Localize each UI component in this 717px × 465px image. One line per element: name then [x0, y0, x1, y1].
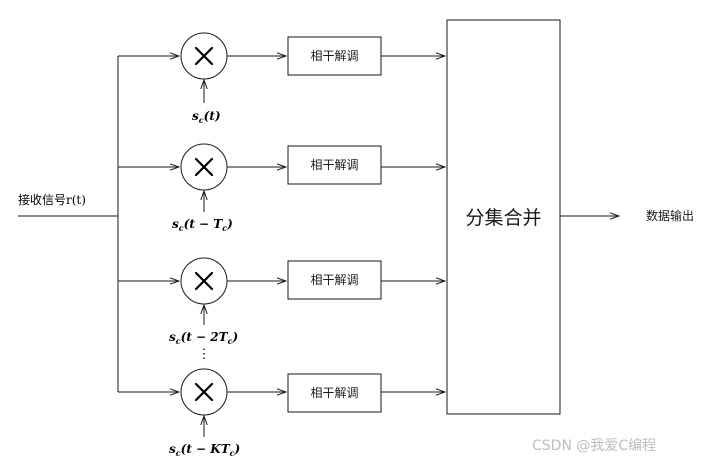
multiply-icon: [194, 382, 214, 402]
demod-label-1: 相干解调: [310, 49, 358, 63]
multiply-icon: [194, 271, 214, 291]
output-label: 数据输出: [646, 208, 694, 223]
demod-block-4: [287, 373, 382, 413]
ref-signal-4: sc(t − KTc): [169, 442, 240, 458]
ref-signal-3: sc(t − 2Tc): [169, 330, 238, 346]
multiply-icon: [194, 157, 214, 177]
ref-signal-1: sc(t): [192, 109, 221, 125]
demod-label-3: 相干解调: [310, 273, 358, 287]
demod-block-3: [287, 260, 382, 300]
ref-signal-2: sc(t − Tc): [172, 217, 233, 233]
branch-2: sc(t − Tc) 相干解调: [118, 143, 445, 233]
demod-block-2: [287, 145, 382, 185]
demod-label-2: 相干解调: [310, 158, 358, 172]
watermark: CSDN @我爱C编程: [532, 438, 656, 454]
branch-1: sc(t) 相干解调: [118, 32, 445, 125]
branch-4: sc(t − KTc) 相干解调: [118, 368, 445, 458]
multiply-icon: [194, 46, 214, 66]
input-label: 接收信号r(t): [18, 192, 86, 207]
branch-3: sc(t − 2Tc) ⋮ 相干解调: [118, 257, 445, 362]
combiner-label: 分集合并: [465, 207, 541, 229]
demod-label-4: 相干解调: [310, 386, 358, 400]
ellipsis: ⋮: [198, 347, 211, 362]
diversity-combiner-block: [446, 19, 561, 415]
